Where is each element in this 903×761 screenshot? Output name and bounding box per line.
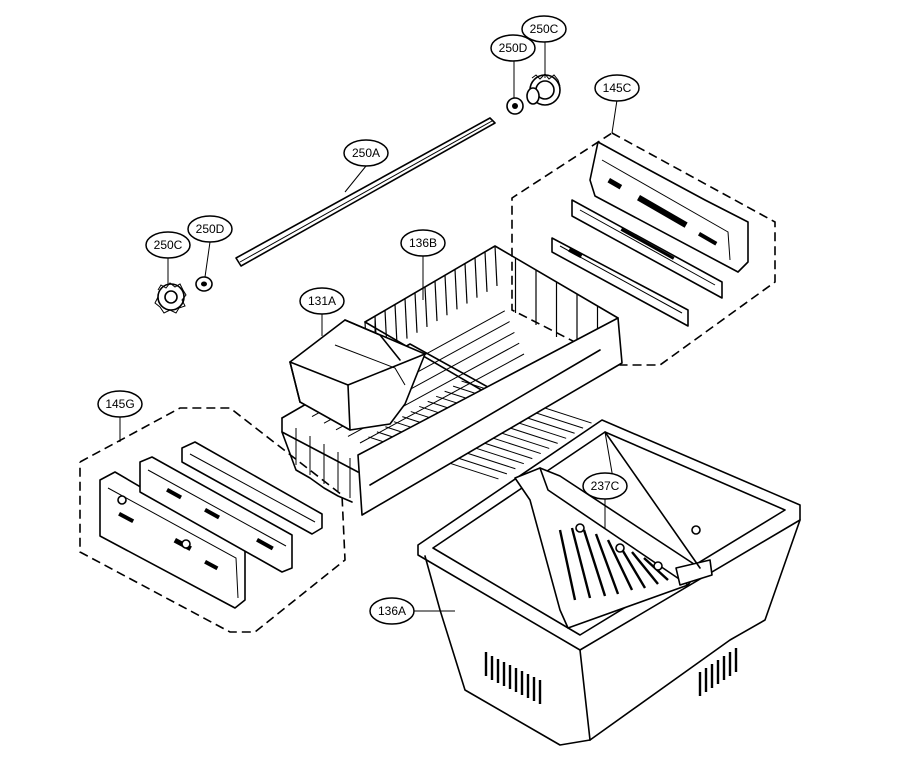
- basket-136b-front-panel: [357, 317, 623, 516]
- callout-136b: 136B: [400, 229, 446, 257]
- divider-237c: [514, 431, 713, 629]
- gear-250c-top: [526, 73, 561, 106]
- svg-text:131A: 131A: [308, 294, 336, 308]
- svg-text:145C: 145C: [603, 81, 632, 95]
- callout-145c: 145C: [594, 74, 640, 102]
- spacer-250d-left: [195, 276, 213, 292]
- callout-136a: 136A: [369, 597, 415, 625]
- callout-250d-left: 250D: [187, 215, 233, 243]
- spacer-250d-top: [506, 97, 524, 115]
- part-145g-assembly: [79, 407, 346, 633]
- callout-250c-left: 250C: [145, 231, 191, 259]
- svg-text:237C: 237C: [591, 479, 620, 493]
- rod-250a: [235, 117, 496, 267]
- group-outline-145c: [511, 132, 776, 366]
- svg-text:250C: 250C: [154, 238, 183, 252]
- basket-136b: [281, 245, 623, 516]
- svg-text:250A: 250A: [352, 146, 380, 160]
- leader-lines: [119, 42, 618, 612]
- svg-text:250D: 250D: [196, 222, 225, 236]
- part-145c-assembly: [511, 132, 776, 366]
- callout-250c-top: 250C: [521, 15, 567, 43]
- callout-250d-top: 250D: [490, 34, 536, 62]
- callout-145g: 145G: [97, 390, 143, 418]
- svg-text:250D: 250D: [499, 41, 528, 55]
- bin-131a: [289, 319, 426, 431]
- callout-131a: 131A: [299, 287, 345, 315]
- rail-145c-middle: [571, 199, 723, 299]
- svg-text:250C: 250C: [530, 22, 559, 36]
- svg-text:145G: 145G: [105, 397, 134, 411]
- gear-250c-left: [154, 282, 187, 314]
- svg-text:136B: 136B: [409, 236, 437, 250]
- group-outline-145g: [79, 407, 346, 633]
- callout-250a: 250A: [343, 139, 389, 167]
- callout-237c: 237C: [582, 472, 628, 500]
- svg-text:136A: 136A: [378, 604, 406, 618]
- bracket-145g-large: [99, 471, 246, 609]
- bin-136a-vents: [484, 648, 738, 704]
